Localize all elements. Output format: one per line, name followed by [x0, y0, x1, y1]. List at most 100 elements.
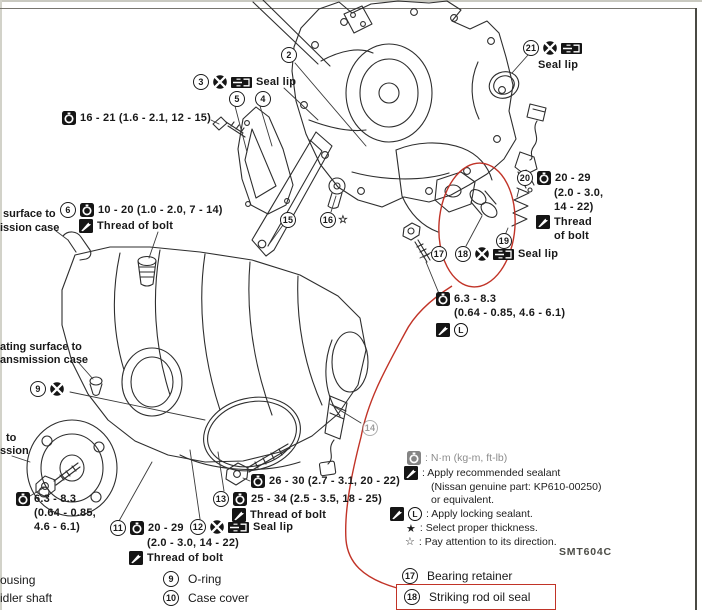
torque-spec-16-21: 16 - 21 (1.6 - 2.1, 12 - 15) [62, 111, 211, 125]
torque-spec-63-right: 6.3 - 8.3 (0.64 - 0.85, 4.6 - 6.1) L [436, 292, 565, 337]
thread-of-bolt-label: Thread of bolt [250, 508, 327, 521]
switch-and-wire-drawing [514, 103, 547, 193]
legend-sealant: : Apply recommended sealant [422, 466, 561, 479]
symbol-legend: : N·m (kg-m, ft-lb) : Apply recommended … [389, 451, 601, 549]
torque-value: 25 - 34 (2.5 - 3.5, 18 - 25) [251, 492, 382, 505]
plug-6-drawing [137, 255, 157, 287]
part-number-2: 2 [281, 47, 297, 63]
scan-edge [0, 0, 702, 2]
seal-lip-label: Seal lip [518, 247, 559, 260]
cutoff-idler-shaft-label: idler shaft [0, 591, 53, 605]
open-star-icon: ☆ [405, 535, 415, 548]
seal-lip-icon [561, 43, 582, 54]
part-number-15: 15 [280, 212, 296, 228]
callout-4: 4 [255, 91, 271, 107]
part-number-3: 3 [193, 74, 209, 90]
part-name: O-ring [188, 572, 222, 586]
cutoff-label: ssion [0, 445, 29, 457]
callout-13: 13 25 - 34 (2.5 - 3.5, 18 - 25) Thread o… [213, 491, 382, 522]
torque-value: 20 - 29 [148, 521, 184, 534]
legend-thickness: : Select proper thickness. [419, 522, 538, 535]
open-star-icon: ☆ [338, 214, 349, 226]
gear-oil-icon [210, 520, 224, 534]
thread-of-bolt-label: Thread [554, 215, 592, 228]
part-number-6: 6 [60, 202, 76, 218]
callout-21: 21 [523, 40, 582, 56]
sealant-icon [404, 466, 418, 480]
thread-of-bolt-label: Thread of bolt [97, 219, 174, 232]
thread-of-bolt-label: Thread of bolt [147, 551, 224, 564]
sealant-icon [536, 215, 550, 229]
sensor-drawing [318, 395, 348, 477]
rear-housing-drawing [395, 142, 498, 233]
torque-value: 20 - 29 [555, 171, 591, 184]
part-number-10: 10 [163, 590, 179, 606]
part-number-17: 17 [431, 246, 447, 262]
part-name: Case cover [188, 591, 249, 605]
gusset-15-drawing [251, 131, 333, 257]
seal-lip-icon [228, 522, 249, 533]
red-annotations [344, 162, 516, 589]
gear-oil-icon [543, 41, 557, 55]
torque-value: 16 - 21 (1.6 - 2.1, 12 - 15) [80, 111, 211, 124]
part-number-20: 20 [517, 170, 533, 186]
part-number-5: 5 [229, 91, 245, 107]
torque-value: (2.0 - 3.0, [554, 187, 604, 199]
callout-11: 11 20 - 29 (2.0 - 3.0, 14 - 22) Thread o… [110, 520, 239, 565]
torque-icon [407, 451, 421, 465]
lower-case-drawing [61, 246, 369, 471]
legend-sealant-equiv: or equivalent. [431, 494, 495, 507]
part-name: Striking rod oil seal [429, 590, 531, 604]
part-number-18: 18 [455, 246, 471, 262]
seal-lip-label: Seal lip [256, 75, 297, 88]
callout-16: 16 ☆ [320, 212, 348, 228]
gear-oil-icon [50, 382, 64, 396]
filled-star-icon: ★ [406, 522, 416, 535]
cutoff-mating-surface-label: surface to [3, 208, 56, 220]
parts-list-item-17: 17 Bearing retainer [402, 568, 512, 584]
part-number-9: 9 [163, 571, 179, 587]
gear-oil-icon [475, 247, 489, 261]
sealant-icon [436, 323, 450, 337]
cutoff-mating-surface-label: ating surface to ansmission case [0, 341, 89, 366]
circle-l-icon: L [408, 507, 422, 522]
bolt-26-30-drawing [225, 443, 291, 486]
seal-lip-icon [493, 249, 514, 260]
torque-spec-26-30: 26 - 30 (2.7 - 3.1, 20 - 22) [251, 474, 400, 488]
circle-l-icon: L [454, 323, 468, 337]
torque-value: (2.0 - 3.0, 14 - 22) [147, 537, 240, 549]
upper-case-drawing [252, 0, 517, 208]
torque-value: 6.3 - 8.3 [34, 492, 77, 505]
part-number-4: 4 [255, 91, 271, 107]
part-number-12: 12 [190, 519, 206, 535]
parts-list-item-9: 9 O-ring [163, 571, 221, 587]
torque-value: 4.6 - 6.1) [34, 521, 81, 533]
part-number-18: 18 [404, 589, 420, 605]
page-frame-line [0, 8, 697, 9]
callout-14: 14 [362, 420, 378, 436]
legend-direction: : Pay attention to its direction. [418, 535, 557, 548]
sealant-icon [390, 507, 404, 521]
part-number-9: 9 [30, 381, 46, 397]
page-frame-line [695, 8, 697, 610]
callout-20: 20 20 - 29 (2.0 - 3.0, 14 - 22) Thread o… [517, 170, 603, 243]
callout-6: 6 10 - 20 (1.0 - 2.0, 7 - 14) Thread of … [60, 202, 223, 233]
parts-list-item-18: 18 Striking rod oil seal [404, 589, 530, 605]
part-number-13: 13 [213, 491, 229, 507]
callout-2: 2 [281, 47, 297, 63]
sealant-icon [79, 219, 93, 233]
plug-mating-drawing [89, 376, 103, 397]
callout-9: 9 [30, 381, 64, 397]
sealant-icon [232, 508, 246, 522]
legend-locking: : Apply locking sealant. [426, 508, 533, 521]
thread-of-bolt-label: of bolt [554, 230, 589, 242]
part-name: Bearing retainer [427, 569, 513, 583]
scan-edge [0, 0, 2, 610]
cutoff-housing-label: ousing [0, 573, 36, 587]
bolt-17-drawing [402, 222, 431, 263]
part-number-14: 14 [362, 420, 378, 436]
parts-list-item-10: 10 Case cover [163, 590, 249, 606]
gear-oil-icon [213, 75, 227, 89]
